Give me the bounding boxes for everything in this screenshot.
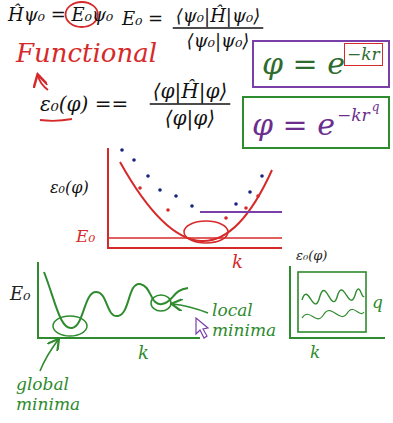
axis-label: E₀ [10,283,30,305]
annotation: global minima [16,374,82,415]
fraction-numerator: ⟨ψ₀|Ĥ|ψ₀⟩ [176,5,261,27]
equation: Ĥψ₀ = E₀ψ₀ [8,4,113,26]
equation-lhs: E₀ = [122,8,163,30]
two-parameter-plot [290,266,385,338]
equation-lhs: ε₀(φ) == [40,92,128,116]
underline [40,119,72,121]
fraction-bar [173,27,264,29]
axis-label: k [232,251,243,273]
axis-label: q [372,292,383,312]
formula-exponent: q [372,100,380,114]
formula-exponent: −kr [337,105,370,125]
axis-label: ε₀(φ) [296,248,327,264]
formula-base: φ = e [262,46,345,81]
axis-label: E₀ [76,226,95,246]
annotation: local minima [212,300,284,341]
fraction-denominator: ⟨φ|φ⟩ [165,106,215,130]
formula-base: φ = e [252,107,335,142]
trial-function-box: φ = e−kr [252,40,390,88]
axis-label: ε₀(φ) [50,178,89,197]
trial-function-box: φ = e−krq [242,96,390,149]
axis-label: k [138,342,149,364]
fraction-denominator: ⟨ψ₀|ψ₀⟩ [187,30,250,52]
minima-plot [38,262,208,371]
formula-exponent: −kr [347,44,380,64]
pointer-arrow [38,76,48,90]
axis-label: k [310,342,320,362]
fraction-bar [150,103,231,105]
fraction-numerator: ⟨φ|Ĥ|φ⟩ [153,79,228,103]
energy-vs-k-plot [108,148,282,248]
handwritten-note: Functional [16,38,157,69]
